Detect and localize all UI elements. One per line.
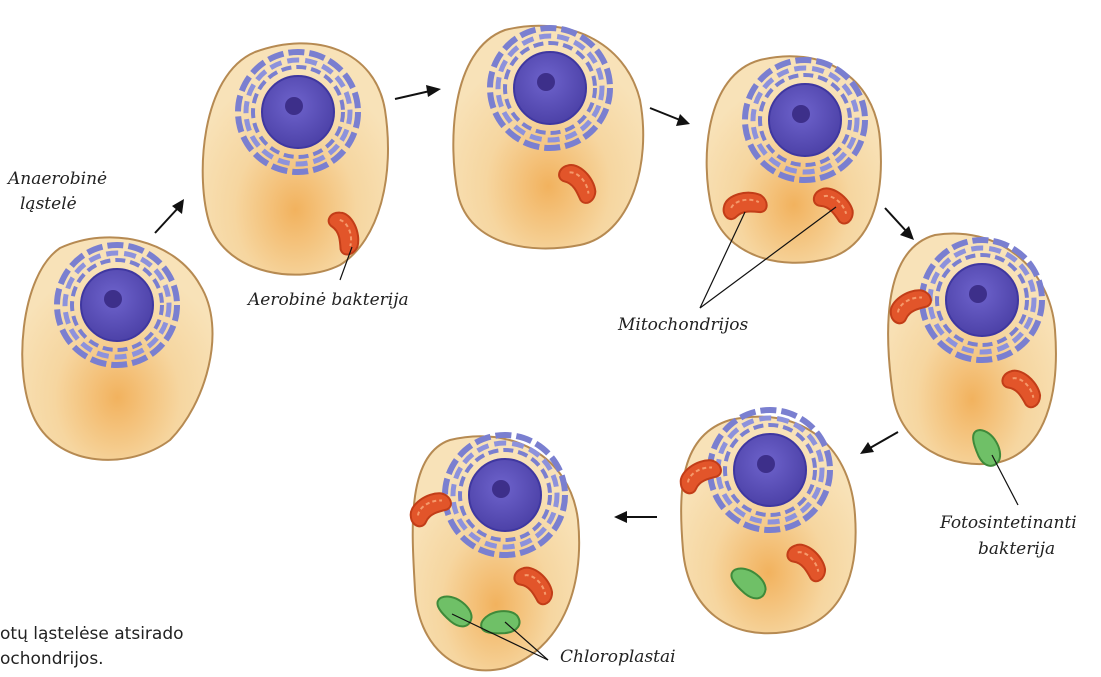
arrow-icon <box>614 511 657 523</box>
cell-anaerobic <box>22 237 212 460</box>
leader-line <box>992 455 1018 505</box>
label-anaerobic-cell-line2: ląstelė <box>20 193 77 215</box>
caption-line1: otų ląstelėse atsirado <box>0 623 184 645</box>
cell-engulfing-bacterium <box>203 43 388 274</box>
label-photosynthetic-line1: Fotosintetinanti <box>940 512 1077 534</box>
label-mitochondria: Mitochondrijos <box>618 314 748 336</box>
cell-mitochondria <box>707 56 881 263</box>
cell-bacterium-inside <box>453 26 643 249</box>
cell-engulfing-photosynthetic <box>885 233 1056 469</box>
caption-line2: ochondrijos. <box>0 648 104 670</box>
cell-chloroplasts <box>405 435 579 670</box>
arrow-icon <box>155 199 184 233</box>
arrow-icon <box>860 432 898 454</box>
arrow-icon <box>650 108 690 126</box>
label-chloroplasts: Chloroplastai <box>560 646 676 668</box>
label-photosynthetic-line2: bakterija <box>978 538 1055 560</box>
label-aerobic-bacterium: Aerobinė bakterija <box>248 289 409 311</box>
label-anaerobic-cell-line1: Anaerobinė <box>8 168 107 190</box>
cell-photosynthetic-inside <box>675 410 856 633</box>
arrow-icon <box>885 208 914 240</box>
arrow-icon <box>395 85 441 99</box>
